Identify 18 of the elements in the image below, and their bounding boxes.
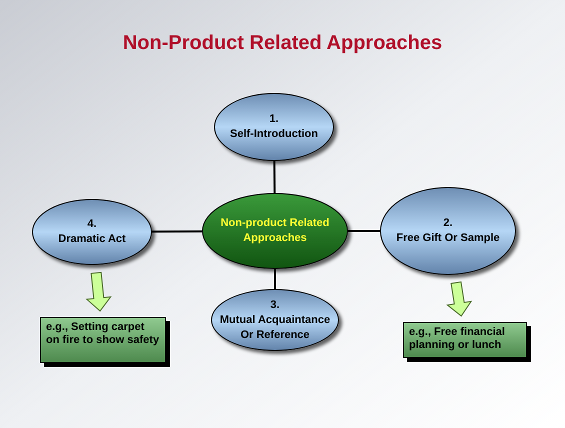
center-label: Non-product Related Approaches xyxy=(220,216,330,246)
approach-label: Mutual Acquaintance Or Reference xyxy=(218,312,332,342)
connector-line xyxy=(348,230,380,232)
approach-label: Free Gift Or Sample xyxy=(396,231,500,246)
title: Non-Product Related Approaches xyxy=(122,31,444,56)
number-label: 1. xyxy=(269,112,279,127)
block-arrow xyxy=(446,281,472,317)
connector-line xyxy=(273,160,276,194)
example-text: e.g., Free financial planning or lunch xyxy=(409,326,506,352)
approach-label: Self-Introduction xyxy=(230,127,318,142)
number-label: 2. xyxy=(443,216,453,231)
number-label: 4. xyxy=(87,217,97,232)
connector-line xyxy=(274,269,276,289)
number-label: 3. xyxy=(270,298,280,312)
block-arrow xyxy=(86,272,112,312)
example-text: e.g., Setting carpet on fire to show safety xyxy=(46,321,160,347)
connector-line xyxy=(152,230,202,233)
approach-label: Dramatic Act xyxy=(58,232,126,247)
